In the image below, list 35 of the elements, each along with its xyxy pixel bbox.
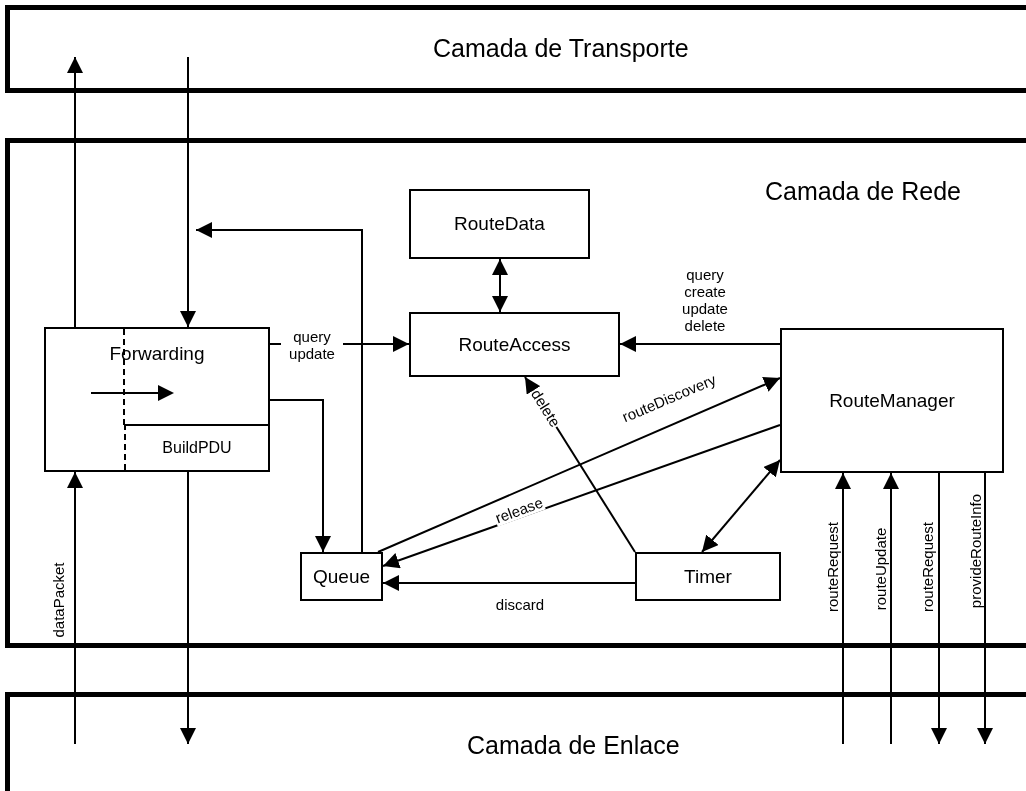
arrow	[883, 472, 899, 745]
arrow	[619, 336, 781, 352]
process-box	[44, 327, 270, 472]
layer-band	[5, 692, 1026, 791]
process-box	[409, 189, 590, 259]
arrow	[180, 56, 196, 328]
box-label: Timer	[684, 565, 732, 588]
arrow	[377, 377, 781, 553]
layer-band	[5, 5, 1026, 93]
process-box	[780, 328, 1004, 473]
arrow	[701, 459, 781, 553]
arrow	[977, 472, 993, 745]
process-box	[409, 312, 620, 377]
layer-title: Camada de Transporte	[433, 34, 689, 63]
process-box	[635, 552, 781, 601]
box-label: Forwarding	[109, 343, 205, 365]
box-label: BuildPDU	[162, 439, 232, 457]
box-label: Queue	[312, 565, 370, 588]
box-label: RouteData	[454, 213, 545, 235]
arrow	[492, 258, 508, 313]
layer-band	[5, 138, 1026, 648]
arrow	[931, 472, 947, 745]
process-box	[300, 552, 383, 601]
process-box	[124, 424, 268, 470]
box-label: RouteAccess	[458, 333, 571, 356]
arrow	[180, 469, 196, 745]
layer-title: Camada de Enlace	[467, 731, 680, 760]
arrow	[382, 575, 636, 591]
arrow	[195, 222, 363, 553]
arrow	[835, 472, 851, 745]
arrow	[67, 56, 83, 328]
arrow	[67, 471, 83, 745]
layer-title: Camada de Rede	[765, 177, 961, 206]
arrow	[269, 399, 331, 553]
box-label: RouteManager	[829, 389, 955, 412]
